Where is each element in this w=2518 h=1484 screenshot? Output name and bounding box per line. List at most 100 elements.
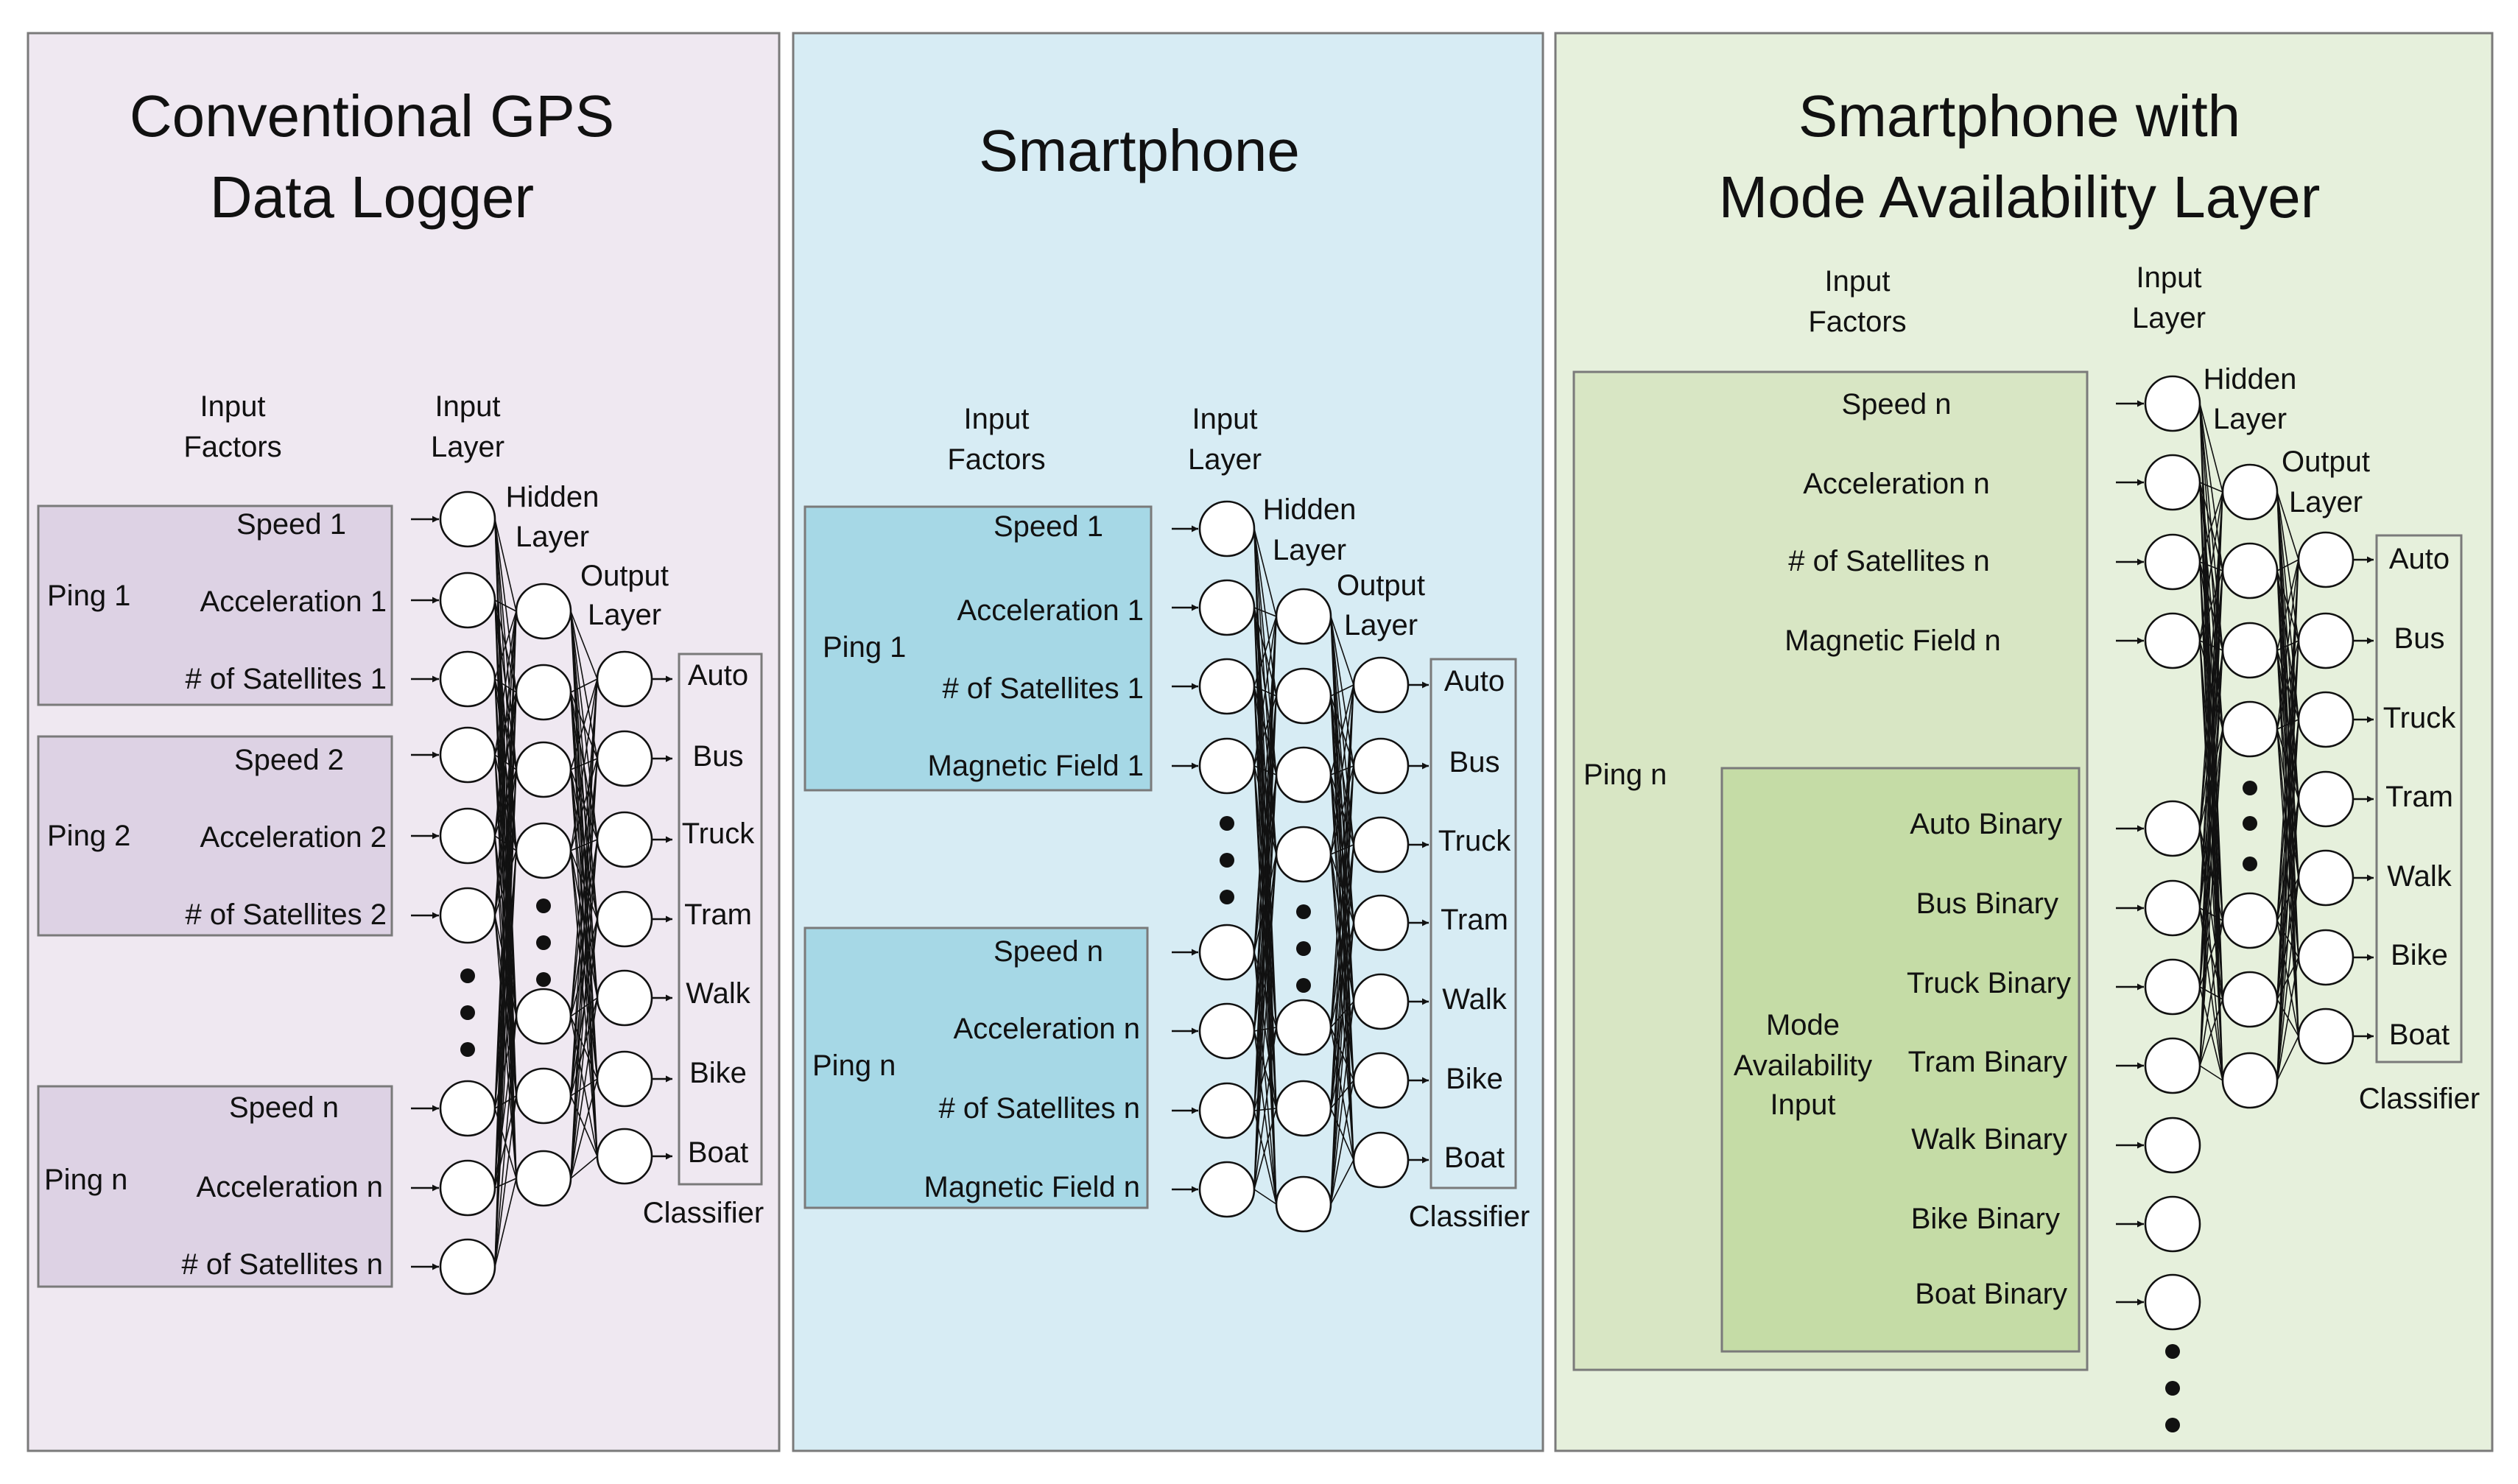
connection-line — [1330, 922, 1354, 1205]
input-layer-node — [2144, 533, 2201, 591]
ellipsis-dot — [2165, 1418, 2180, 1432]
connection-line — [1330, 844, 1354, 1205]
panel-3-header-output: Layer — [2289, 486, 2363, 518]
panel-smartphone: Smartphone Input Factors Input Layer Hid… — [792, 32, 1544, 1452]
hidden-layer-node — [2221, 542, 2279, 599]
connection-line — [2199, 728, 2223, 1066]
connection-line — [570, 678, 598, 693]
panel-2-header-hidden: Hidden — [1263, 493, 1357, 526]
connection-line — [2276, 798, 2299, 1081]
panel-2-class-bike: Bike — [1446, 1063, 1503, 1095]
panel-3-class-walk: Walk — [2387, 860, 2452, 893]
connection-line — [2199, 403, 2223, 493]
panel-3-class-boat: Boat — [2389, 1019, 2450, 1051]
panel-3-binary-walk: Walk Binary — [1911, 1123, 2067, 1156]
connection-line — [1330, 684, 1354, 855]
input-layer-node — [2144, 958, 2201, 1016]
panel-2-header-factors: Input — [964, 403, 1030, 435]
input-layer-node — [1198, 500, 1256, 558]
panel-2-header-output: Output — [1337, 569, 1425, 602]
panel-1-factor-speed-1: Speed 1 — [236, 508, 346, 541]
panel-2-factor-magnetic-1: Magnetic Field 1 — [928, 750, 1144, 782]
panel-1-ping-2-box — [37, 735, 393, 937]
panel-2-class-bus: Bus — [1449, 746, 1500, 778]
ellipsis-dot — [2243, 781, 2257, 795]
hidden-layer-node — [515, 822, 572, 879]
output-layer-node — [1352, 1131, 1410, 1189]
panel-3-header-factors: Factors — [1808, 306, 1906, 338]
connection-line — [1330, 854, 1354, 1081]
input-layer-node — [439, 726, 496, 784]
connection-line — [2199, 1065, 2223, 1081]
panel-smartphone-mode-availability: Smartphone with Mode Availability Layer … — [1554, 32, 2494, 1452]
connection-line — [1253, 616, 1277, 1190]
connection-line — [1253, 695, 1277, 1190]
ellipsis-dot — [460, 1042, 475, 1057]
panel-2-factor-acceleration-n: Acceleration n — [954, 1013, 1140, 1045]
connection-line — [494, 599, 517, 612]
connection-line — [2199, 920, 2223, 1066]
panel-2-ping-n-label: Ping n — [812, 1049, 896, 1082]
panel-3-binary-bus: Bus Binary — [1916, 887, 2058, 920]
connection-line — [1253, 854, 1277, 1190]
connection-line — [2199, 999, 2223, 1066]
connection-line — [1330, 1001, 1354, 1205]
connection-line — [2199, 491, 2223, 563]
connection-line — [1330, 1080, 1354, 1109]
panel-2-title-line-1: Smartphone — [979, 118, 1300, 183]
connection-line — [1253, 616, 1277, 767]
hidden-layer-node — [1275, 826, 1332, 883]
ellipsis-dot — [1296, 904, 1311, 919]
output-layer-node — [596, 650, 653, 708]
connection-line — [2199, 570, 2223, 1066]
connection-line — [494, 850, 517, 1267]
panel-2-classifier-box — [1429, 658, 1517, 1189]
panel-1-header-hidden: Hidden — [506, 481, 599, 513]
connection-line — [494, 769, 517, 1267]
ellipsis-dot — [1220, 890, 1234, 904]
ellipsis-dot — [536, 899, 551, 913]
panel-2-factor-satellites-1: # of Satellites 1 — [943, 672, 1144, 705]
connection-line — [2276, 559, 2299, 730]
panel-3-header-input: Layer — [2132, 302, 2206, 334]
panel-1-header-factors: Factors — [183, 431, 281, 463]
connection-line — [494, 1178, 517, 1267]
panel-3-class-tram: Tram — [2385, 781, 2453, 813]
connection-line — [2276, 728, 2299, 958]
connection-line — [570, 611, 598, 680]
panel-2-class-truck: Truck — [1438, 825, 1512, 857]
panel-3-mode-label: Input — [1770, 1089, 1836, 1121]
input-layer-node — [2144, 1037, 2201, 1094]
connection-line — [2199, 491, 2223, 909]
hidden-layer-node — [1275, 746, 1332, 803]
panel-2-nodes — [1198, 500, 1410, 1233]
panel-3-class-truck: Truck — [2383, 702, 2457, 734]
connection-line — [570, 758, 598, 1179]
panel-2-factor-satellites-n: # of Satellites n — [939, 1092, 1141, 1125]
output-layer-node — [2297, 929, 2355, 986]
output-layer-node — [2297, 691, 2355, 748]
panel-1-nodes — [439, 490, 653, 1295]
connection-line — [2276, 957, 2299, 1081]
input-layer-node — [2144, 800, 2201, 857]
connection-line — [570, 678, 598, 1097]
input-layer-node — [439, 1080, 496, 1137]
panel-1-class-auto: Auto — [688, 659, 748, 692]
connection-line — [494, 611, 517, 756]
panel-1-ping-1-label: Ping 1 — [47, 580, 130, 612]
panel-1-class-truck: Truck — [682, 817, 756, 850]
panel-1-class-walk: Walk — [686, 977, 750, 1010]
output-layer-node — [596, 969, 653, 1027]
ellipsis-dot — [1220, 853, 1234, 868]
connection-line — [1330, 684, 1354, 1205]
output-layer-node — [1352, 656, 1410, 714]
output-layer-node — [1352, 816, 1410, 873]
panel-1-header-hidden: Layer — [516, 521, 589, 553]
panel-2-header-output: Layer — [1344, 609, 1418, 641]
input-layer-node — [439, 887, 496, 944]
panel-3-title-line-1: Smartphone with — [1798, 83, 2240, 149]
input-layer-node — [439, 650, 496, 708]
connection-line — [494, 518, 517, 612]
hidden-layer-node — [2221, 622, 2279, 679]
panel-2-header-hidden: Layer — [1273, 534, 1346, 566]
